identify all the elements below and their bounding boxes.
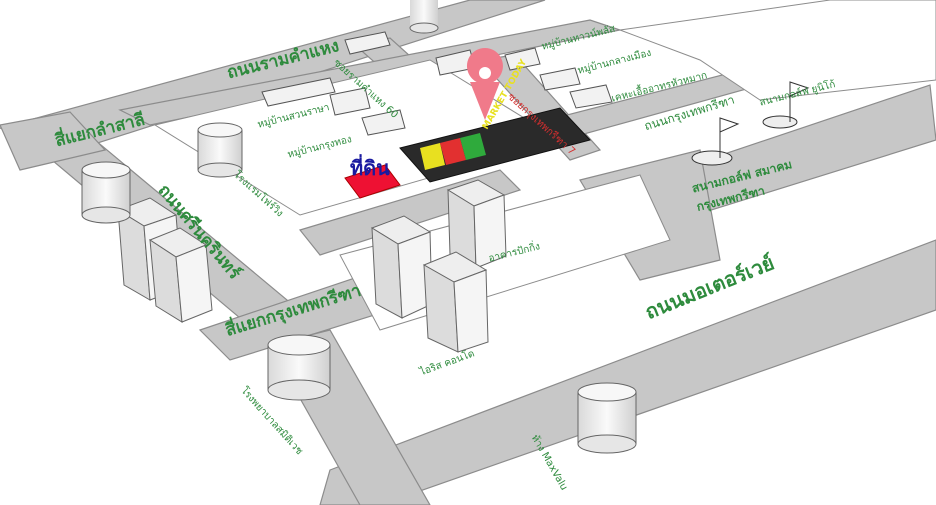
cylinder-top (409, 0, 439, 34)
golf-flag-icon (691, 117, 740, 166)
site-label: ที่ดิน (350, 156, 390, 180)
block-upper-right (619, 0, 936, 101)
golf-flag-icon (762, 81, 810, 129)
tower (148, 227, 213, 323)
house (344, 31, 391, 55)
tower (422, 251, 489, 353)
tower (370, 215, 433, 319)
house (361, 109, 406, 136)
cylinder-maxvalu (577, 382, 637, 454)
market-today-sign (399, 107, 591, 183)
house (569, 84, 613, 109)
cylinders (81, 0, 637, 454)
houses (261, 31, 613, 136)
house (504, 47, 541, 71)
cylinder-hospital (267, 334, 331, 401)
towers (116, 179, 507, 353)
cylinder-left (81, 161, 131, 224)
road-motorway (319, 239, 936, 505)
site-marker[interactable] (344, 164, 401, 199)
cylinder-hotel (197, 122, 243, 178)
map-pin-icon[interactable] (466, 48, 503, 120)
tower (446, 179, 507, 269)
house (261, 77, 336, 107)
road-lam-sali (0, 111, 107, 171)
house (329, 87, 371, 116)
house (539, 67, 581, 91)
